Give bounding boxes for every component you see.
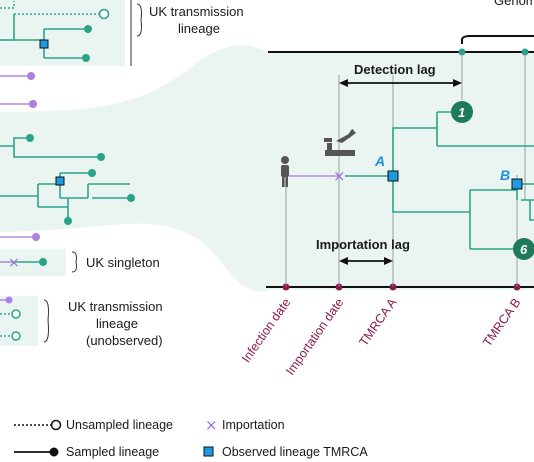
axis-label-importation-date: Importation date	[283, 296, 346, 378]
legend-importation-icon: ×	[205, 416, 218, 434]
tip-1-badge	[451, 101, 473, 123]
legend-unsampled-label: Unsampled lineage	[66, 418, 173, 432]
uk-unobserved-label-3: (unobserved)	[86, 333, 163, 348]
legend-tmrca-icon	[203, 446, 214, 457]
uk-transmission-label-1: UK transmission	[149, 4, 244, 19]
genome-bracket	[461, 35, 534, 44]
axis-label-infection-date: Infection date	[239, 296, 294, 366]
legend-sampled-icon	[49, 447, 59, 457]
detection-lag-arrow	[339, 79, 462, 87]
middle-left-tree	[0, 134, 135, 225]
axis-label-tmrca-b: TMRCA B	[480, 296, 523, 350]
legend-sampled-label: Sampled lineage	[66, 445, 159, 459]
airport-icon	[324, 129, 356, 156]
uk-singleton-row: ×	[0, 251, 77, 273]
uk-singleton-label: UK singleton	[86, 255, 160, 270]
person-icon	[281, 156, 289, 187]
legend-tmrca-label: Observed lineage TMRCA	[222, 445, 368, 459]
legend-unsampled-icon	[50, 419, 62, 431]
axis-label-tmrca-a: TMRCA A	[357, 295, 400, 349]
node-b-label: B	[500, 167, 510, 183]
top-left-tree	[0, 1, 110, 62]
tip-6-badge	[513, 238, 534, 260]
tmrca-a-marker	[387, 170, 399, 182]
uk-unobserved-label-1: UK transmission	[68, 299, 163, 314]
zoom-panel-background	[0, 45, 534, 292]
importation-marker: ×	[333, 167, 346, 185]
tmrca-b-marker	[511, 178, 523, 190]
uk-lineage-curly-brace	[136, 3, 142, 37]
uk-unobserved-rows	[0, 299, 49, 343]
legend-importation-label: Importation	[222, 418, 285, 432]
tip-6-label: 6	[520, 242, 528, 257]
main-tree	[392, 111, 534, 250]
tip-1-label: 1	[458, 105, 465, 120]
detection-lag-label: Detection lag	[354, 62, 436, 77]
genome-label: Genom	[494, 0, 534, 8]
node-a-label: A	[374, 153, 385, 169]
uk-transmission-label-2: lineage	[178, 21, 220, 36]
importation-lag-arrow	[339, 257, 393, 265]
uk-unobserved-label-2: lineage	[96, 316, 138, 331]
importation-lag-label: Importation lag	[316, 237, 410, 252]
legend: Unsampled lineage Sampled lineage × Impo…	[14, 416, 368, 459]
left-import-tips	[0, 72, 40, 304]
svg-text:×: ×	[8, 255, 20, 271]
